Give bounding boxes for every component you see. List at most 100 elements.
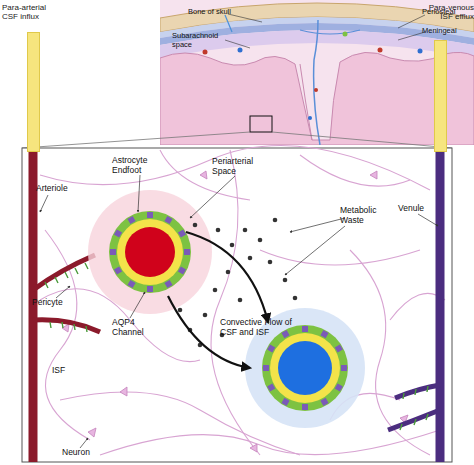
illustration-part: [56, 286, 70, 298]
aqp4-channel: [114, 266, 122, 274]
space-label: Subarachnoid space: [172, 32, 228, 49]
illustration-part: [226, 270, 231, 275]
aqp4-channel: [178, 229, 186, 237]
illustration-part: [378, 48, 383, 53]
aqp4-channel: [302, 404, 308, 410]
aqp4-channel: [320, 330, 328, 338]
skull-label: Bone of skull: [188, 8, 232, 17]
illustration-part: [308, 116, 312, 120]
illustration-part: [225, 15, 232, 32]
illustration-part: [300, 30, 360, 34]
flow-bar: Para-arterial CSF influx: [0, 0, 62, 150]
illustration-part: [238, 298, 243, 303]
arteriole: [33, 150, 100, 462]
illustration-part: [138, 175, 140, 212]
flow-bar: Para-venous ISF efflux: [412, 0, 474, 150]
aqp4-channel: [335, 344, 343, 352]
illustration-part: [395, 385, 440, 398]
aqp4-channel: [127, 280, 135, 288]
zoom-box: [250, 116, 272, 132]
aqp4-channel: [263, 365, 269, 371]
illustration-part: [203, 313, 208, 318]
illustration-part: [190, 176, 235, 218]
illustration-part: [200, 171, 207, 179]
illustration-part: [270, 333, 340, 403]
part-label: Metabolic Waste: [340, 206, 390, 225]
illustration-part: [263, 326, 347, 410]
illustration-part: [33, 255, 95, 290]
illustration-part: [278, 341, 332, 395]
illustration-part: [117, 219, 183, 285]
vessel-label: Arteriole: [36, 184, 86, 194]
illustration-part: [130, 292, 145, 318]
aqp4-channel: [164, 280, 172, 288]
part-label: Periarterial Space: [212, 157, 272, 176]
convective-flow-arrows: [168, 232, 268, 368]
aqp4-channel: [184, 249, 190, 255]
illustration-part: [314, 20, 320, 145]
illustration-part: [268, 260, 273, 265]
aqp4-channel: [164, 216, 172, 224]
aqp4-channel: [147, 286, 153, 292]
aqp4-channel: [110, 249, 116, 255]
cell-label: Neuron: [62, 448, 102, 458]
illustration-part: [230, 243, 235, 248]
neuron-fibers: [40, 145, 445, 455]
illustration-part: [283, 278, 288, 283]
illustration-part: [398, 15, 425, 28]
venule: [388, 150, 440, 462]
illustration-part: [243, 228, 248, 233]
vessel-label: Venule: [398, 204, 438, 214]
aqp4-channel: [147, 212, 153, 218]
illustration-part: [216, 228, 221, 233]
layer-label: Periosteal: [422, 8, 474, 17]
zoom-line: [22, 132, 250, 148]
fluid-label: ISF: [52, 366, 82, 376]
illustration-part: [250, 444, 257, 452]
illustration-part: [258, 238, 263, 243]
aqp4-channel: [267, 383, 275, 391]
illustration-part: [370, 171, 377, 179]
illustration-part: [88, 190, 212, 314]
flow-heading: Para-arterial CSF influx: [2, 3, 62, 21]
illustration-part: [160, 0, 474, 145]
illustration-part: [228, 14, 262, 22]
illustration-part: [125, 227, 175, 277]
illustration-part: [418, 214, 438, 226]
part-label: Astrocyte Endfoot: [112, 156, 172, 175]
illustration-part: [290, 218, 345, 232]
illustration-part: [300, 155, 410, 186]
illustration-part: [225, 40, 250, 48]
csf-flow-bar: [27, 32, 40, 152]
illustration-part: [293, 296, 298, 301]
detail-frame: [22, 148, 452, 462]
illustration-part: [273, 218, 278, 223]
illustration-part: [109, 211, 191, 293]
illustration-part: [33, 320, 100, 332]
aqp4-channel: [335, 383, 343, 391]
illustration-part: [238, 48, 243, 53]
aqp4-channel: [114, 229, 122, 237]
layer-label: Meningeal: [422, 27, 474, 36]
csf-flow-bar: [434, 40, 447, 152]
illustration-part: [40, 195, 48, 212]
illustration-part: [248, 256, 253, 261]
flow-label: Convective Flow of CSF and ISF: [220, 318, 300, 337]
aqp4-channel: [127, 216, 135, 224]
illustration-part: [314, 88, 318, 92]
periarterial-cross-section: [88, 190, 212, 314]
illustration-part: [418, 49, 423, 54]
illustration-part: [213, 288, 218, 293]
illustration-part: [203, 50, 208, 55]
illustration-part: [400, 386, 428, 430]
illustration-part: [260, 250, 420, 265]
aqp4-channel: [341, 365, 347, 371]
illustration-part: [110, 212, 190, 292]
aqp4-channel: [281, 330, 289, 338]
illustration-part: [211, 150, 260, 455]
part-label: Pericyte: [32, 298, 72, 308]
illustration-part: [436, 150, 445, 462]
illustration-part: [80, 438, 88, 448]
